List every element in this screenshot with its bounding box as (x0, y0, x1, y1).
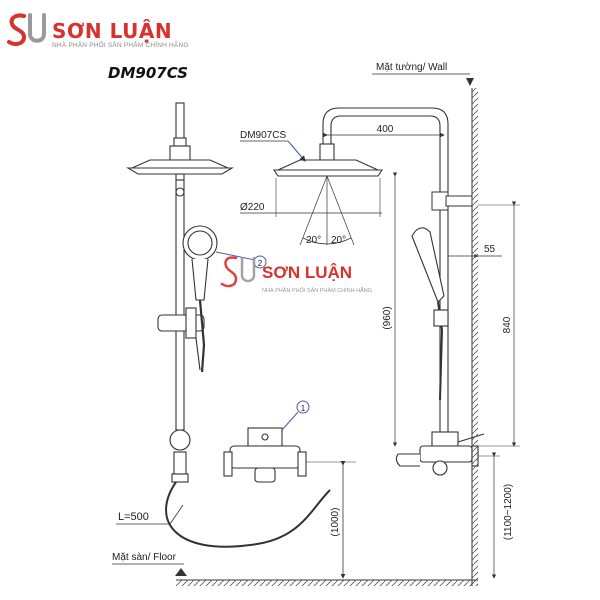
wall-label: Mặt tường/ Wall (376, 62, 447, 73)
front-mixer (223, 427, 307, 483)
head-model-label: DM907CS (240, 130, 286, 141)
front-view (126, 102, 331, 548)
watermark-tagline: NHÀ PHÂN PHỐI SẢN PHẨM CHÍNH HÃNG (262, 287, 372, 294)
watermark-name: SƠN LUẬN (262, 263, 352, 282)
dim-rail-height: (960) (382, 306, 393, 329)
side-mixer (395, 431, 485, 476)
head-diameter: Ø220 (240, 202, 265, 213)
front-diverter (169, 429, 191, 451)
side-arm (322, 107, 449, 440)
front-riser-pipe (175, 179, 185, 431)
spray-angle-right: 20° (331, 235, 346, 246)
spray-angle-left: 20° (306, 235, 321, 246)
brand-logo-icon (7, 13, 46, 47)
dim-bar-height: 840 (502, 316, 513, 333)
watermark (220, 256, 256, 288)
front-hose (165, 481, 331, 548)
dim-wall-offset: 55 (484, 244, 496, 255)
front-holder (157, 314, 205, 332)
dim-mixer-range: (1100~1200) (503, 484, 514, 540)
callout-1: 1 (301, 404, 306, 413)
side-hand-shower (411, 227, 449, 401)
spray-cone (299, 175, 355, 246)
dim-arm-reach: 400 (377, 124, 394, 135)
wall-hatch (472, 88, 478, 586)
floor-label: Mặt sàn/ Floor (112, 552, 177, 563)
hose-length-label: L=500 (118, 511, 149, 523)
side-shower-head (272, 143, 384, 177)
model-title: DM907CS (108, 64, 188, 82)
front-top-pipe (175, 102, 185, 144)
brand-tagline: NHÀ PHÂN PHỐI SẢN PHẨM CHÍNH HÃNG (52, 42, 189, 49)
callout-2: 2 (258, 259, 263, 268)
brand-name: SƠN LUẬN (52, 19, 173, 43)
front-shower-head (126, 167, 234, 175)
floor-hatch (176, 580, 478, 586)
dim-mixer-height: (1000) (330, 508, 341, 537)
